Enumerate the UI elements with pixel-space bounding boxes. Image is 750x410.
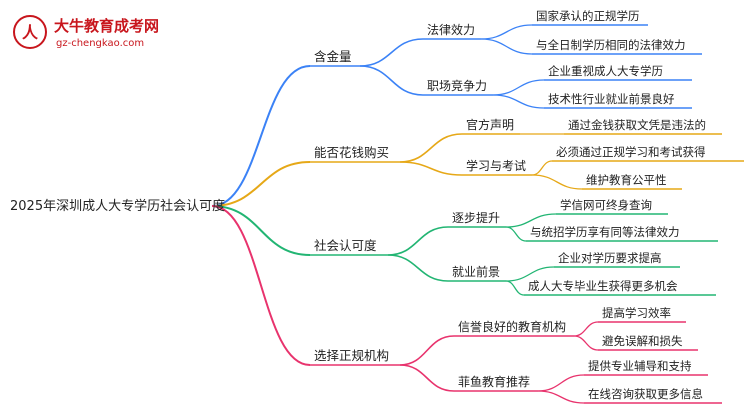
branch-connector (211, 205, 311, 256)
leaf-connector (480, 24, 533, 40)
connector-lines (211, 24, 744, 404)
subtopic-connector (387, 226, 449, 256)
leaf-topic: 技术性行业就业前景良好 (548, 92, 675, 106)
leaf-connector (505, 266, 555, 282)
root-topic: 2025年深圳成人大专学历社会认可度 (10, 198, 225, 214)
leaf-topic: 企业对学历要求提高 (558, 251, 662, 265)
subtopic: 就业前景 (452, 264, 500, 279)
subtopic-connector (359, 38, 424, 67)
leaf-connector (505, 280, 525, 296)
branch-topic: 含金量 (314, 49, 352, 64)
mindmap-nodes: 2025年深圳成人大专学历社会认可度 含金量 法律效力 国家承认的正规学历与全日制学历… (10, 9, 706, 401)
subtopic-connector (399, 364, 455, 392)
subtopic-connector (359, 65, 424, 96)
leaf-topic: 与统招学历享有同等法律效力 (530, 225, 680, 239)
branch-topic: 社会认可度 (314, 238, 377, 253)
leaf-topic: 提高学习效率 (602, 306, 671, 320)
subtopic: 逐步提升 (452, 210, 500, 225)
branch-topic: 能否花钱购买 (314, 145, 389, 160)
subtopic-connector (399, 335, 455, 366)
subtopic-connector (399, 133, 463, 163)
branch-connector (211, 161, 311, 207)
subtopic: 信誉良好的教育机构 (458, 319, 566, 334)
leaf-connector (573, 335, 599, 351)
leaf-connector (537, 374, 585, 392)
branch-topic: 选择正规机构 (314, 348, 389, 363)
branch-connector (211, 65, 311, 207)
logo-emblem-icon (13, 15, 47, 49)
subtopic-connector (399, 161, 463, 176)
leaf-topic: 提供专业辅导和支持 (588, 359, 692, 373)
leaf-topic: 避免误解和损失 (602, 334, 683, 348)
subtopic: 法律效力 (427, 22, 475, 37)
leaf-topic: 通过金钱获取文凭是违法的 (568, 118, 706, 132)
leaf-connector (492, 94, 545, 109)
leaf-connector (531, 160, 553, 176)
leaf-topic: 企业重视成人大专学历 (548, 64, 663, 78)
leaf-connector (537, 390, 585, 404)
logo-url: gz-chengkao.com (56, 38, 144, 49)
subtopic: 职场竞争力 (427, 79, 487, 93)
leaf-connector (573, 321, 599, 337)
leaf-topic: 国家承认的正规学历 (536, 9, 640, 23)
leaf-connector (505, 226, 527, 242)
subtopic: 学习与考试 (466, 158, 526, 173)
logo-title: 大牛教育成考网 (54, 17, 159, 35)
leaf-topic: 学信网可终身查询 (560, 198, 652, 212)
leaf-connector (492, 79, 545, 96)
leaf-topic: 维护教育公平性 (586, 173, 667, 187)
branch-connector (211, 205, 311, 366)
leaf-topic: 必须通过正规学习和考试获得 (556, 145, 706, 159)
leaf-connector (480, 38, 533, 55)
brand-logo: 人 大牛教育成考网 gz-chengkao.com (13, 15, 159, 49)
leaf-topic: 成人大专毕业生获得更多机会 (528, 279, 678, 293)
logo-emblem-glyph-icon: 人 (22, 23, 39, 42)
subtopic: 菲鱼教育推荐 (458, 374, 530, 389)
leaf-topic: 与全日制学历相同的法律效力 (536, 38, 686, 52)
subtopic: 官方声明 (466, 117, 514, 132)
leaf-connector (505, 213, 557, 228)
subtopic-connector (387, 254, 449, 282)
leaf-connector (531, 174, 583, 190)
leaf-topic: 在线咨询获取更多信息 (588, 387, 703, 401)
